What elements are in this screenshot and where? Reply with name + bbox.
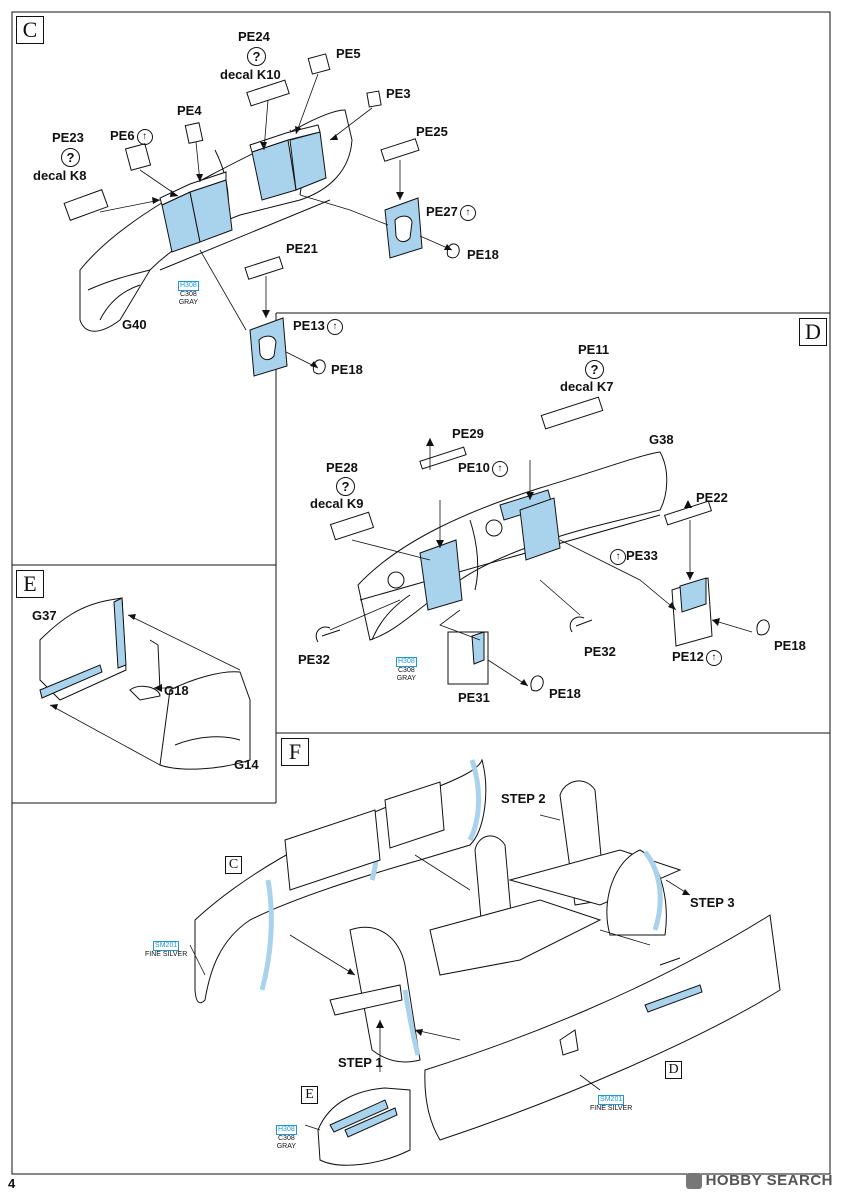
paint-callout-silver: SM201 FINE SILVER [145,941,188,958]
paint-callout-gray: H308 C308 GRAY [396,657,417,682]
part-label-g40: G40 [122,317,147,332]
part-label-pe29: PE29 [452,426,484,441]
part-label-pe18: PE18 [549,686,581,701]
optional-part-icon: ? [585,360,604,379]
part-label-pe23: PE23 [52,130,84,145]
bend-up-icon: ↑ [136,128,153,145]
section-c-label: C [16,16,44,44]
ref-section-e: E [301,1086,318,1104]
part-label-pe13: PE13↑ [293,318,343,335]
f-assembly [189,758,781,1166]
g38-panel [357,451,668,641]
bend-up-icon: ↑ [705,649,722,666]
e-parts [39,597,251,770]
part-label-pe31: PE31 [458,690,490,705]
section-e-label: E [16,570,44,598]
d-highlight-boxes [419,489,561,611]
optional-part-icon: ? [247,47,266,66]
part-label-pe21: PE21 [286,241,318,256]
optional-part-icon: ? [336,477,355,496]
ref-section-c: C [225,856,242,874]
c-highlight-boxes [159,124,327,253]
paint-callout-silver: SM201 FINE SILVER [590,1095,633,1112]
paint-callout-gray: H308 C308 GRAY [276,1125,297,1150]
part-label-pe18: PE18 [467,247,499,262]
part-label-pe12: PE12↑ [672,649,722,666]
optional-part-icon: ? [61,148,80,167]
bend-up-icon: ↑ [610,548,626,565]
part-label-g38: G38 [649,432,674,447]
part-label-pe10: PE10↑ [458,460,508,477]
part-label-pe24: PE24 [238,29,270,44]
part-label-g14: G14 [234,757,259,772]
part-label-pe25: PE25 [416,124,448,139]
bend-up-icon: ↑ [491,460,508,477]
part-label-pe32: PE32 [584,644,616,659]
decal-label-k9: decal K9 [310,496,364,511]
part-label-pe6: PE6↑ [110,128,153,145]
section-f-label: F [281,738,309,766]
ref-section-d: D [665,1061,682,1079]
part-label-pe22: PE22 [696,490,728,505]
decal-label-k7: decal K7 [560,379,614,394]
step-1-label: STEP 1 [338,1055,383,1070]
part-label-pe27: PE27↑ [426,204,476,221]
decal-label-k10: decal K10 [220,67,281,82]
part-label-g37: G37 [32,608,57,623]
page-number: 4 [8,1176,16,1191]
part-label-pe18: PE18 [331,362,363,377]
paint-callout-gray: H308 C308 GRAY [178,281,199,306]
part-label-pe32: PE32 [298,652,330,667]
bend-up-icon: ↑ [326,318,343,335]
part-label-pe33: ↑PE33 [608,548,658,565]
hobby-search-logo-icon [685,1173,702,1190]
part-label-pe11: PE11 [578,342,610,357]
step-3-label: STEP 3 [690,895,735,910]
part-label-pe4: PE4 [177,103,202,118]
section-d-label: D [799,318,827,346]
part-label-pe28: PE28 [326,460,358,475]
decal-label-k8: decal K8 [33,168,87,183]
part-label-pe18: PE18 [774,638,806,653]
part-label-pe5: PE5 [336,46,361,61]
bend-up-icon: ↑ [459,204,476,221]
part-label-pe3: PE3 [386,86,411,101]
part-label-g18: G18 [164,683,189,698]
step-2-label: STEP 2 [501,791,546,806]
watermark: HOBBY SEARCH [685,1172,833,1190]
